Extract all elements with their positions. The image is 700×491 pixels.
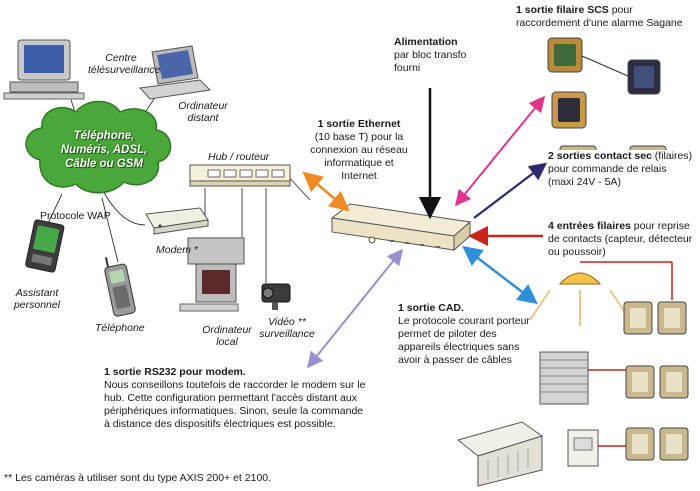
cloud-line-2: Numéris, ADSL, <box>60 144 148 156</box>
ethernet-title: 1 sortie Ethernet <box>317 118 401 130</box>
rs232-title: 1 sortie RS232 pour modem. <box>104 366 246 378</box>
telephone-label: Téléphone <box>95 322 145 334</box>
contact-sec-title: 2 sorties contact sec <box>548 150 652 162</box>
local-computer-graphic <box>179 237 245 312</box>
network-cloud <box>25 100 172 194</box>
alimentation-title: Alimentation <box>394 36 458 48</box>
scs-title-suffix: pour <box>608 4 633 16</box>
centre-label-line-1: Centre <box>105 52 137 64</box>
ethernet-arrow <box>302 171 350 212</box>
alarm-keypads-graphic <box>547 37 661 129</box>
scs-title: 1 sortie filaire SCS <box>516 4 609 16</box>
laptop-graphic <box>138 45 212 100</box>
hub-label: Hub / routeur <box>208 151 270 163</box>
scs-line-1: raccordement d'une alarme Sagane <box>516 17 683 29</box>
rs232-line-3: périphériques informatiques. Sinon, seul… <box>104 405 364 417</box>
entrees-line-2: ou poussoir) <box>548 246 606 258</box>
cad-title: 1 sortie CAD. <box>398 302 464 314</box>
cad-line-1: Le protocole courant porteur <box>398 315 530 327</box>
ethernet-line-3: informatique et Internet <box>324 157 394 182</box>
assistant-label-line-2: personnel <box>13 299 61 311</box>
modem-label: Modem * <box>156 244 199 256</box>
ethernet-block: 1 sortie Ethernet (10 base T) pour la co… <box>306 118 412 183</box>
cad-arrow <box>462 245 538 305</box>
radiator-graphic <box>456 421 689 487</box>
ethernet-line-1: (10 base T) pour la <box>314 131 404 143</box>
contact-sec-block: 2 sorties contact sec (filaires) pour co… <box>548 150 693 189</box>
rs232-block: 1 sortie RS232 pour modem. Nous conseill… <box>104 366 365 431</box>
scs-arrow <box>454 95 546 207</box>
centre-label-line-2: télésurveillance <box>88 64 161 76</box>
entrees-title-suffix: pour reprise <box>630 220 690 232</box>
footnote: ** Les caméras à utiliser sont du type A… <box>4 472 272 484</box>
shutter-graphic <box>539 351 689 405</box>
centre-label: Centre télésurveillance <box>88 52 161 76</box>
assistant-label-line-1: Assistant <box>15 287 59 299</box>
pda-graphic <box>25 219 65 273</box>
cad-block: 1 sortie CAD. Le protocole courant porte… <box>398 302 530 367</box>
cad-line-4: avoir à passer de câbles <box>398 354 512 366</box>
cloud-line-3: Câble ou GSM <box>65 158 143 170</box>
alimentation-line-2: fourni <box>394 62 421 74</box>
cloud-line-1: Téléphone, <box>73 130 135 142</box>
entrees-block: 4 entrées filaires pour reprise de conta… <box>548 220 693 259</box>
contact-sec-line-1: pour commande de relais <box>548 163 667 175</box>
hub-graphic <box>189 164 291 187</box>
alimentation-line-1: par bloc transfo <box>394 49 467 61</box>
protocole-wap-label: Protocole WAP <box>40 210 111 222</box>
ordinateur-distant-line-2: distant <box>187 112 219 124</box>
rs232-line-4: à distance des dispositifs électriques e… <box>104 418 336 430</box>
rs232-arrow <box>306 248 404 369</box>
contact-sec-line-2: (maxi 24V - 5A) <box>548 176 621 188</box>
alimentation-block: Alimentation par bloc transfo fourni <box>394 36 466 75</box>
centre-computer-graphic <box>3 39 85 100</box>
phone-graphic <box>104 257 136 317</box>
camera-graphic <box>261 283 291 310</box>
ordinateur-distant-label: Ordinateur distant <box>170 100 236 124</box>
contact-arrow <box>473 162 548 219</box>
entrees-title: 4 entrées filaires <box>548 220 631 232</box>
ordinateur-local-line-2: local <box>216 336 238 348</box>
ordinateur-distant-line-1: Ordinateur <box>178 100 228 112</box>
cloud-label: Téléphone, Numéris, ADSL, Câble ou GSM <box>52 129 156 171</box>
contact-sec-title-suffix: (filaires) <box>651 150 693 162</box>
lamp-graphic <box>529 261 687 335</box>
video-label: Vidéo ** surveillance <box>256 316 318 340</box>
assistant-label: Assistant personnel <box>12 287 62 311</box>
rs232-line-2: hub. Cette configuration permettant l'ac… <box>104 392 357 404</box>
ethernet-line-2: connexion au réseau <box>310 144 408 156</box>
modem-graphic <box>145 207 209 235</box>
central-unit-graphic <box>330 203 472 252</box>
video-label-line-1: Vidéo ** <box>268 316 306 328</box>
video-label-line-2: surveillance <box>259 328 315 340</box>
ordinateur-local-line-1: Ordinateur <box>202 324 252 336</box>
cad-line-2: permet de piloter des <box>398 328 497 340</box>
rs232-line-1: Nous conseillons toutefois de raccorder … <box>104 379 366 391</box>
entrees-line-1: de contacts (capteur, détecteur <box>548 233 693 245</box>
scs-block: 1 sortie filaire SCS pour raccordement d… <box>516 4 683 30</box>
ordinateur-local-label: Ordinateur local <box>198 324 256 348</box>
cad-line-3: appareils électriques sans <box>398 341 520 353</box>
